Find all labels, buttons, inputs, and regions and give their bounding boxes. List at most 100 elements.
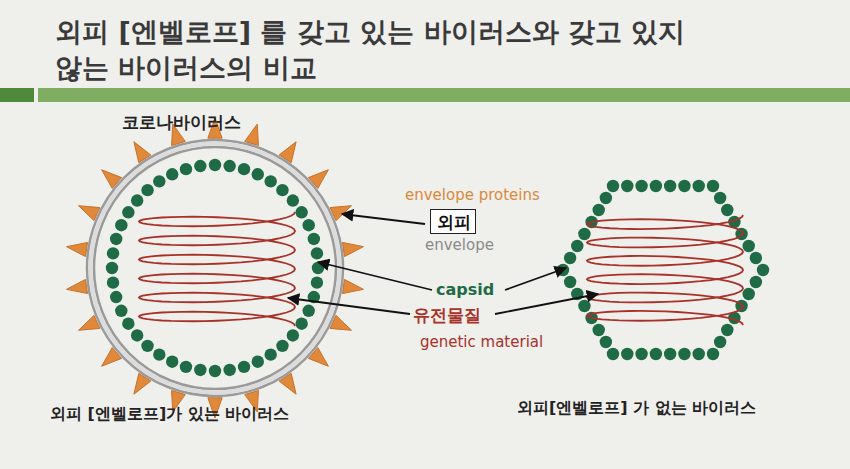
part-name: capsid [436,280,494,299]
capsomere [721,324,733,336]
part-name: 유전물질 [413,305,481,325]
spike [342,242,363,256]
capsomere [564,252,576,264]
capsomere [564,276,576,288]
capsomere [276,184,288,196]
capsomere [180,163,192,175]
envelope-outer [87,140,343,396]
capsomere [621,348,633,360]
capsomere [707,180,719,192]
part-name: genetic material [420,333,543,351]
capsomere [693,180,705,192]
capsomere [209,365,221,377]
capsomere [287,194,299,206]
leader-capsid-right [505,268,566,290]
capsomere [593,324,605,336]
capsomere [743,240,755,252]
part-name: envelope proteins [405,186,540,204]
capsomere [180,361,192,373]
capsomere [308,233,320,245]
capsomere [707,348,719,360]
leader-genetic-right [495,294,598,314]
capsomere [223,160,235,172]
capsomere [678,180,690,192]
capsomere [635,348,647,360]
spike [245,124,259,145]
envelope-fill [91,144,340,393]
capsomere [578,300,590,312]
title: 외피 [엔벨로프] 를 갖고 있는 바이러스와 갖고 있지 않는 바이러스의 비… [55,14,705,86]
capsomere [166,355,178,367]
capsomere [107,276,119,288]
capsomere [311,247,323,259]
caption-label: 외피 [엔벨로프]가 있는 바이러스 [50,404,289,423]
part-name: envelope [425,236,494,254]
capsomere [223,364,235,376]
capsomere [693,348,705,360]
genetic-coil-left [139,212,295,326]
leader-envelope [342,214,425,224]
genetic-coil-right [587,215,743,325]
capsomere [141,184,153,196]
envelope-inner [94,147,336,389]
band-dark [0,88,34,102]
capsomere [750,252,762,264]
leader-capsid-left [318,262,432,290]
capsomere [264,348,276,360]
capsomere [607,348,619,360]
capsomere [593,204,605,216]
capsomere [110,233,122,245]
leader-genetic-left [288,298,410,314]
capsomere [578,228,590,240]
capsid-left [106,159,324,377]
capsomere [721,204,733,216]
capsomere [209,159,221,171]
capsomere [743,288,755,300]
capsomere [110,291,122,303]
capsomere [757,264,769,276]
capsomere [302,219,314,231]
capsomere [650,348,662,360]
capsomere [153,348,165,360]
capsomere [621,180,633,192]
term-box: 외피 [430,209,476,234]
capsomere [122,317,134,329]
capsomere [650,180,662,192]
capsomere [664,180,676,192]
capsomere [714,192,726,204]
capsomere [287,329,299,341]
capsomere [302,305,314,317]
capsomere [750,276,762,288]
spike [67,279,88,293]
capsomere [131,329,143,341]
capsid-right [557,180,769,360]
capsomere [678,348,690,360]
capsomere [141,340,153,352]
band-light [38,88,850,102]
capsomere [115,305,127,317]
caption-label: 외피[엔벨로프] 가 없는 바이러스 [517,398,756,417]
capsomere [238,361,250,373]
capsomere [295,317,307,329]
capsomere [131,194,143,206]
capsomere [264,175,276,187]
capsomere [252,168,264,180]
capsomere [122,206,134,218]
capsomere [153,175,165,187]
capsomere [238,163,250,175]
spike [67,242,88,256]
capsomere [664,348,676,360]
capsomere [194,160,206,172]
capsomere [115,219,127,231]
capsomere [311,276,323,288]
capsomere [600,192,612,204]
capsomere [106,262,118,274]
envelope-spikes [67,118,364,418]
spike [342,279,363,293]
capsomere [166,168,178,180]
term-text: 외피 [437,212,469,232]
capsomere [276,340,288,352]
capsomere [635,180,647,192]
capsomere [252,355,264,367]
